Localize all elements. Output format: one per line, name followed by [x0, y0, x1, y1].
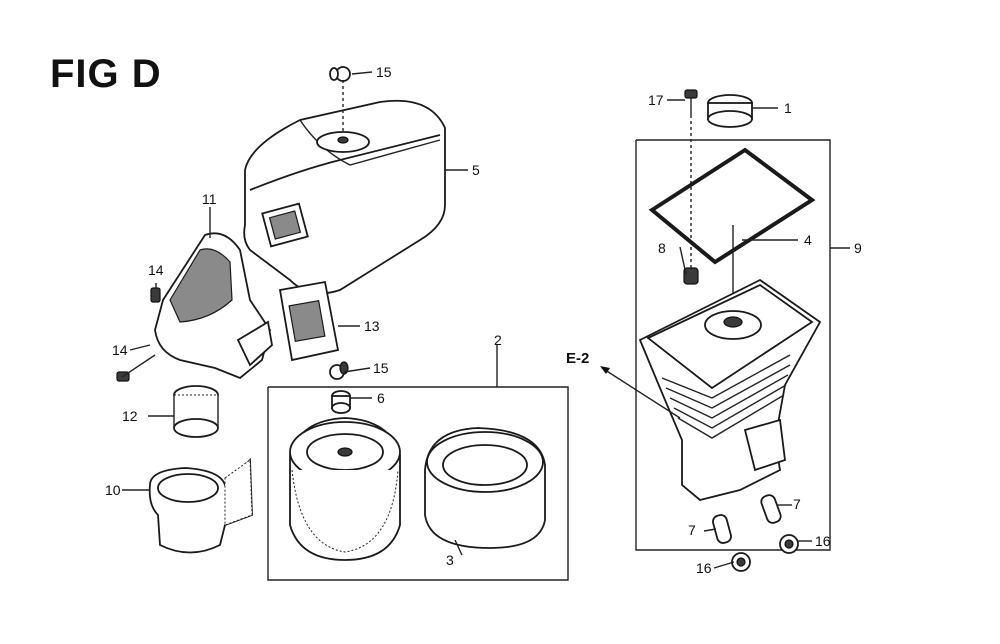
wing-nut-top: [329, 66, 351, 132]
callout-5: 5: [472, 162, 480, 178]
grommet-8: [683, 267, 699, 285]
callout-10: 10: [105, 482, 121, 498]
leader-lines: [121, 71, 850, 569]
figure-title: FIG D: [50, 52, 162, 96]
callout-8: 8: [658, 240, 666, 256]
reference-label-e2: E-2: [566, 350, 589, 367]
dust-cup: [148, 457, 253, 554]
callouts: 1 2 3 4 5 6 7 7 8 9 10 11 12 13 14 14 15…: [105, 64, 862, 576]
callout-12: 12: [122, 408, 138, 424]
filter-element: [289, 417, 401, 561]
nut-16-left: [731, 552, 751, 572]
callout-14-upper: 14: [148, 262, 164, 278]
collar: [707, 94, 753, 128]
callout-13: 13: [364, 318, 380, 334]
nut-16-right: [779, 534, 799, 554]
callout-15-lower: 15: [373, 360, 389, 376]
callout-14-lower: 14: [112, 342, 128, 358]
elbow-duct: [154, 232, 273, 380]
callout-11: 11: [202, 191, 217, 207]
bolt-upper: [150, 287, 161, 303]
callout-2: 2: [494, 332, 502, 348]
callout-16-left: 16: [696, 560, 712, 576]
grommet: [331, 390, 351, 414]
callout-17: 17: [648, 92, 664, 108]
reference-arrow: [600, 366, 681, 419]
callout-7-right: 7: [793, 496, 801, 512]
assembly-box-9: [635, 139, 831, 551]
callout-16-right: 16: [815, 533, 831, 549]
callout-3: 3: [446, 552, 454, 568]
callout-6: 6: [377, 390, 385, 406]
air-cleaner-base: [638, 278, 822, 501]
tube-7-right: [760, 494, 782, 524]
foam-element: [424, 427, 546, 549]
air-cleaner-cover: [243, 99, 446, 295]
callout-4: 4: [804, 232, 812, 248]
packing: [278, 280, 340, 362]
wing-nut-lower: [329, 361, 349, 380]
bolt-17: [684, 89, 698, 270]
tube-7-left: [712, 514, 732, 544]
callout-15-upper: 15: [376, 64, 392, 80]
callout-9: 9: [854, 240, 862, 256]
assembly-box-2: [267, 386, 569, 581]
callout-1: 1: [784, 100, 792, 116]
callout-7-left: 7: [688, 522, 696, 538]
filter-screen: [173, 385, 219, 438]
